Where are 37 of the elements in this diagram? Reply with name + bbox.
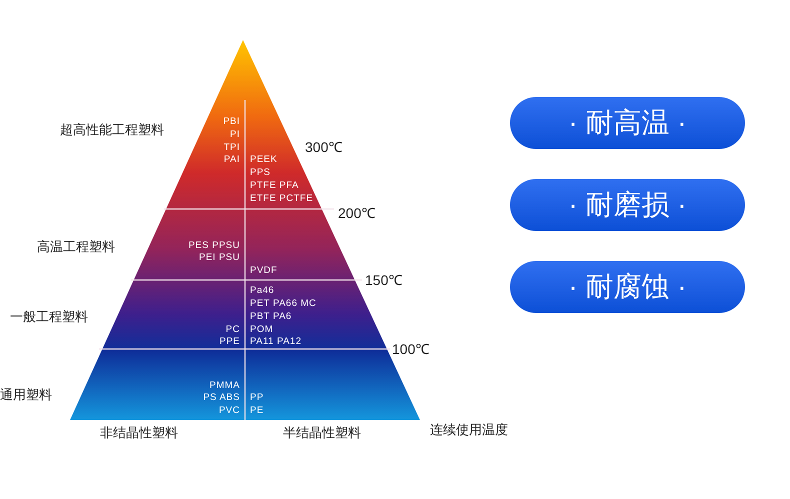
material-label: PVDF (250, 265, 278, 277)
temperature-label: 150℃ (365, 272, 402, 288)
material-label: TPI (224, 142, 240, 154)
tier-label: 连续使用温度 (430, 422, 508, 438)
material-label: PEEK (250, 154, 278, 166)
material-label: PAI (224, 154, 240, 166)
material-label: PES PPSU (188, 240, 240, 252)
material-label: PA11 PA12 (250, 336, 302, 348)
temperature-label: 100℃ (392, 341, 430, 357)
material-label: PI (230, 129, 240, 141)
tier-label: 高温工程塑料 (37, 239, 115, 255)
material-label: PPE (219, 336, 240, 348)
material-label: PEI PSU (199, 252, 240, 264)
material-label: PMMA (210, 380, 240, 392)
tier-label: 通用塑料 (0, 387, 52, 403)
material-label: ETFE PCTFE (250, 193, 314, 205)
tier-label: 超高性能工程塑料 (60, 122, 164, 138)
temperature-label: 200℃ (338, 205, 376, 221)
material-label: PET PA66 MC (250, 298, 316, 310)
property-pill: · 耐磨损 · (510, 179, 745, 231)
material-label: PTFE PFA (250, 180, 299, 192)
property-pill: · 耐高温 · (510, 97, 745, 149)
material-label: PPS (250, 167, 271, 179)
material-label: PS ABS (203, 392, 240, 404)
material-label: PC (226, 324, 240, 336)
material-label: PBT PA6 (250, 311, 292, 323)
material-label: POM (250, 324, 274, 336)
material-label: PP (250, 392, 264, 404)
tier-label: 一般工程塑料 (10, 309, 88, 325)
material-label: PBI (223, 116, 240, 128)
tier-label: 非结晶性塑料 (100, 425, 178, 441)
material-label: PVC (218, 405, 240, 417)
property-pill: · 耐腐蚀 · (510, 261, 745, 313)
tier-label: 半结晶性塑料 (283, 425, 361, 441)
temperature-label: 300℃ (305, 139, 342, 155)
material-label: PE (250, 405, 264, 417)
material-label: Pa46 (250, 285, 274, 297)
